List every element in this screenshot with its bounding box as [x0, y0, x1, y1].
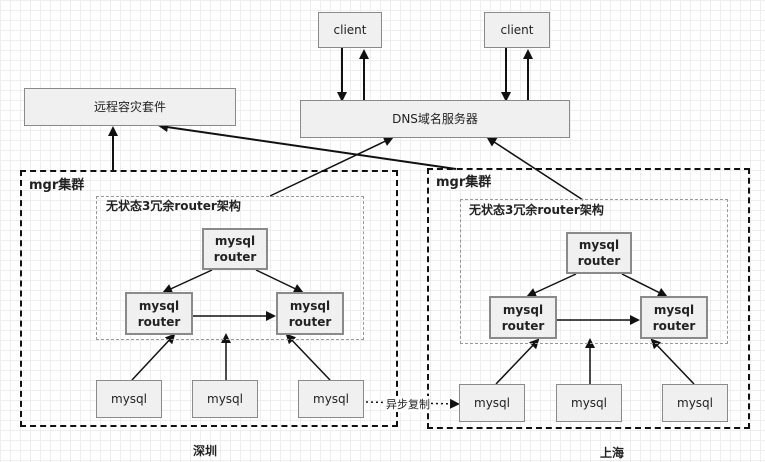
cluster-shenzhen [20, 170, 398, 427]
sz-top-to-right-arrow [255, 269, 304, 294]
sh-router-top-label: mysql router [577, 238, 621, 268]
sh-mysql-2: mysql [556, 384, 622, 422]
city-label-shanghai: 上海 [600, 446, 625, 460]
sh-top-to-right-arrow [621, 273, 668, 297]
sz-mysql3-to-right-arrow [285, 333, 331, 381]
sh-mysql-3: mysql [662, 384, 728, 422]
shanghai-to-remote-arrow [158, 122, 457, 170]
client-label-1: client [333, 23, 367, 37]
sz-router-top: mysql router [202, 228, 268, 270]
sh-mysql-2-label: mysql [571, 396, 607, 410]
city-label-shenzhen: 深圳 [193, 444, 218, 458]
sz-router-right-label: mysql router [288, 298, 332, 329]
router-group-shanghai [460, 199, 728, 344]
sh-mysql1-to-left-arrow [495, 338, 540, 385]
sh-router-left-label: mysql router [501, 302, 545, 333]
sh-router-top: mysql router [566, 232, 632, 274]
router-group-title-shanghai: 无状态3冗余router架构 [469, 203, 604, 217]
sz-router-left: mysql router [125, 292, 193, 335]
sz-top-to-left-arrow [162, 269, 213, 294]
sz-mysql1-to-left-arrow [131, 333, 176, 381]
sh-top-to-left-arrow [526, 273, 577, 298]
sz-mysql-2-label: mysql [207, 392, 243, 406]
client-box-1: client [318, 12, 382, 48]
cluster-title-shanghai: mgr集群 [436, 175, 492, 190]
async-replication-label: 异步复制 [386, 396, 430, 412]
sz-router-right: mysql router [276, 292, 344, 335]
sh-router-right: mysql router [640, 296, 708, 339]
sz-mysql-3: mysql [298, 380, 364, 418]
sh-mysql-1: mysql [459, 384, 525, 422]
sh-mysql-1-label: mysql [474, 396, 510, 410]
remote-dr-box: 远程容灾套件 [24, 88, 236, 126]
client-label-2: client [500, 23, 534, 37]
sh-mysql-3-label: mysql [677, 396, 713, 410]
router-group-title-shenzhen: 无状态3冗余router架构 [106, 199, 241, 213]
sh-router-right-label: mysql router [652, 302, 696, 333]
sz-mysql-2: mysql [192, 380, 258, 418]
dns-server-label: DNS域名服务器 [392, 112, 478, 126]
cluster-title-shenzhen: mgr集群 [29, 178, 85, 193]
router-group-shenzhen [96, 196, 364, 340]
sz-mysql-3-label: mysql [313, 392, 349, 406]
cluster-shanghai [427, 168, 750, 429]
sz-router-left-label: mysql router [137, 298, 181, 329]
remote-dr-label: 远程容灾套件 [93, 100, 166, 114]
sh-router-left: mysql router [489, 296, 557, 339]
sh-mysql3-to-right-arrow [650, 338, 695, 385]
dns-server-box: DNS域名服务器 [300, 100, 570, 138]
client-box-2: client [484, 12, 550, 48]
shenzhen-to-dns-arrow [269, 136, 394, 197]
sz-router-top-label: mysql router [213, 234, 257, 264]
sz-mysql-1-label: mysql [111, 392, 147, 406]
sz-mysql-1: mysql [96, 380, 162, 418]
